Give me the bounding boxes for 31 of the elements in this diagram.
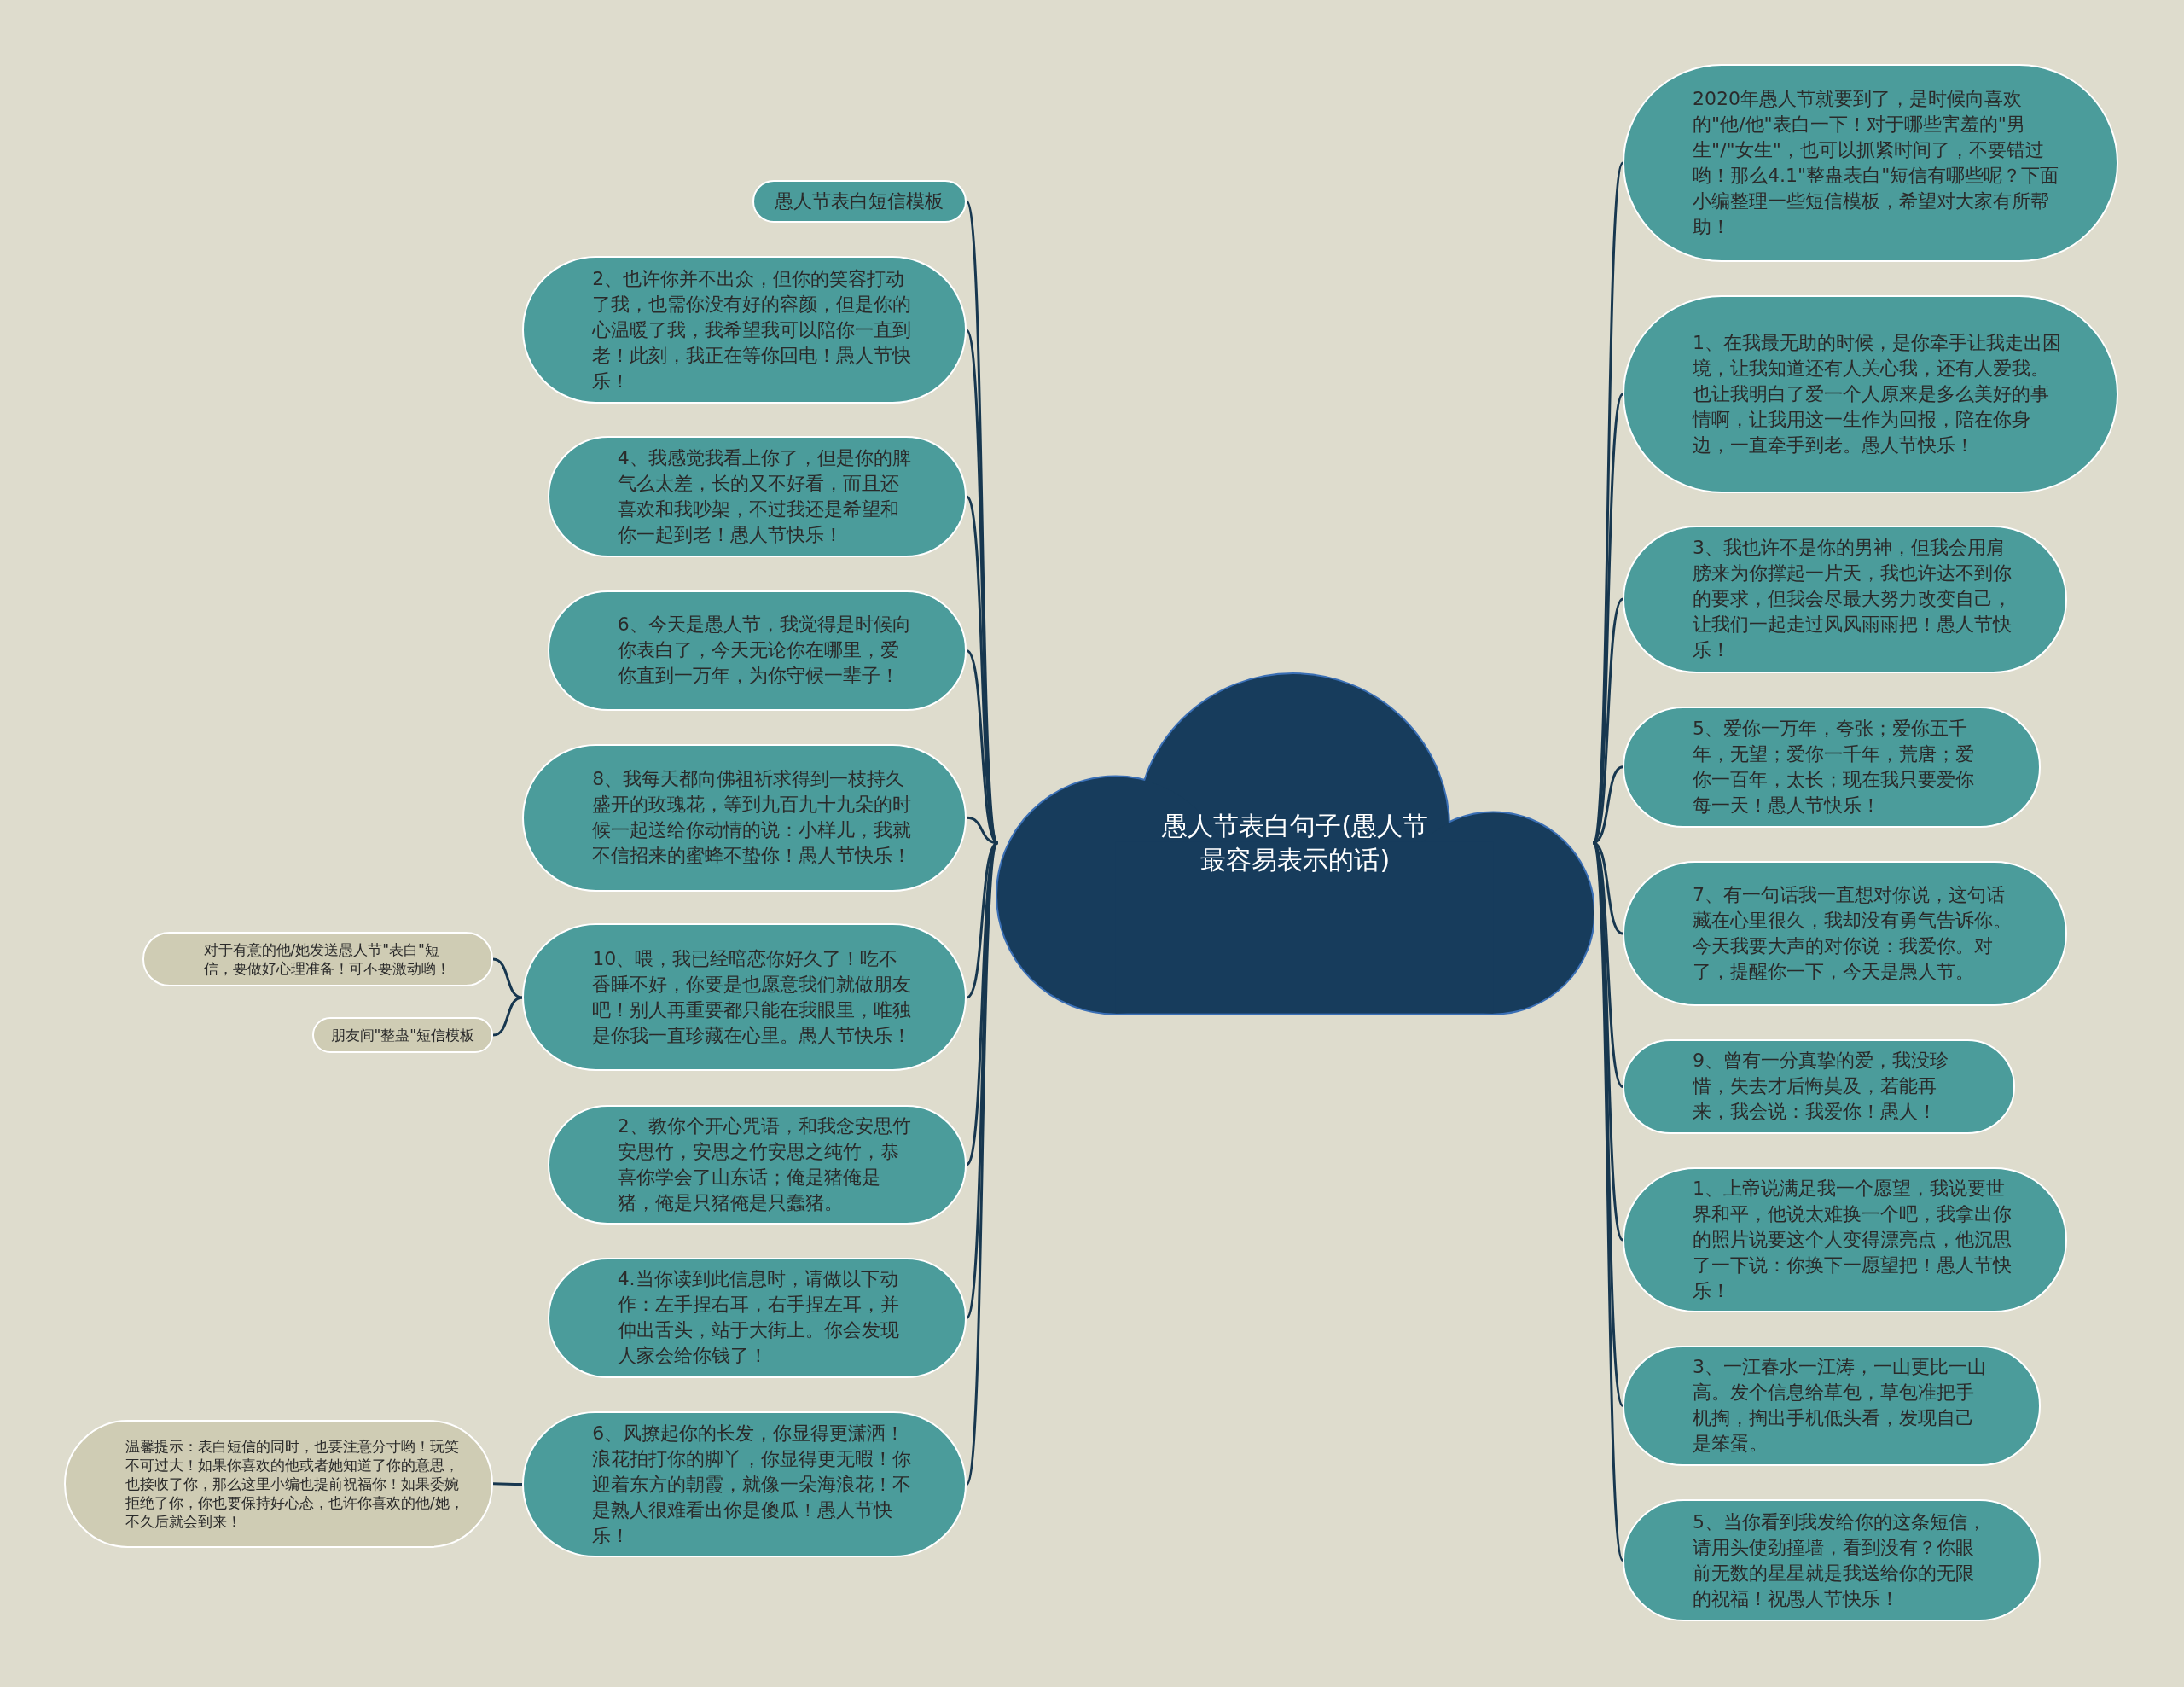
- connector-line: [1591, 842, 1624, 1561]
- note-bubble: 温馨提示：表白短信的同时，也要注意分寸哟！玩笑不可过大！如果你喜欢的他或者她知道了你的意思，也接收了你，那么这里小编也提前祝福你！如果委婉拒绝了你，你也要保持好心态，也许你喜欢的他/她，不久后就会到来！: [64, 1419, 493, 1548]
- topic-bubble: 4、我感觉我看上你了，但是你的脾气么太差，长的又不好看，而且还喜欢和我吵架，不过我还是希望和你一起到老！愚人节快乐！: [547, 436, 967, 558]
- note-bubble: 朋友间"整蛊"短信模板: [311, 1016, 493, 1054]
- connector-line: [966, 816, 998, 845]
- connector-line: [1592, 841, 1623, 935]
- topic-bubble: 10、喂，我已经暗恋你好久了！吃不香睡不好，你要是也愿意我们就做朋友吧！别人再重要都只能在我眼里，唯独是你我一直珍藏在心里。愚人节快乐！: [522, 923, 967, 1072]
- connector-line: [966, 649, 999, 844]
- topic-bubble: 5、爱你一万年，夸张；爱你五千年，无望；爱你一千年，荒唐；爱你一百年，太长；现在我只要爱你每一天！愚人节快乐！: [1623, 706, 2041, 828]
- topic-bubble: 8、我每天都向佛祖祈求得到一枝持久盛开的玫瑰花，等到九百九十九朵的时候一起送给你动情的说：小样儿，我就不信招来的蜜蜂不蛰你！愚人节快乐！: [522, 743, 967, 892]
- connector-line: [1592, 842, 1624, 1241]
- topic-bubble: 1、在我最无助的时候，是你牵手让我走出困境，让我知道还有人关心我，还有人爱我。也让我明白了爱一个人原来是多么美好的事情啊，让我用这一生作为回报，陪在你身边，一直牵手到老。愚人节快乐！: [1623, 295, 2119, 493]
- connector-line: [492, 957, 523, 999]
- connector-line: [492, 1482, 523, 1486]
- topic-bubble: 4.当你读到此信息时，请做以下动作：左手捏右耳，右手捏左耳，并伸出舌头，站于大街上。你会发现人家会给你钱了！: [547, 1258, 967, 1378]
- title-text: 愚人节表白句子(愚人节最容易表示的话): [1161, 809, 1430, 876]
- topic-bubble: 1、上帝说满足我一个愿望，我说要世界和平，他说太难换一个吧，我拿出你的照片说要这个人变得漂亮点，他沉思了一下说：你换下一愿望把！愚人节快乐！: [1623, 1167, 2067, 1312]
- topic-bubble: 2、也许你并不出众，但你的笑容打动了我，也需你没有好的容颜，但是你的心温暖了我，我希望我可以陪你一直到老！此刻，我正在等你回电！愚人节快乐！: [522, 256, 967, 404]
- connector-line: [1592, 393, 1624, 844]
- topic-bubble: 3、我也许不是你的男神，但我会用肩膀来为你撑起一片天，我也许达不到你的要求，但我会尽最大努力改变自己，让我们一起走过风风雨雨把！愚人节快乐！: [1623, 525, 2067, 673]
- topic-bubble: 6、风撩起你的长发，你显得更潇洒！浪花拍打你的脚丫，你显得更无暇！你迎着东方的朝霞，就像一朵海浪花！不是熟人很难看出你是傻瓜！愚人节快乐！: [522, 1411, 967, 1558]
- topic-bubble: 7、有一句话我一直想对你说，这句话藏在心里很久，我却没有勇气告诉你。今天我要大声的对你说：我爱你。对了，提醒你一下，今天是愚人节。: [1623, 860, 2067, 1006]
- topic-bubble: 愚人节表白短信模板: [752, 179, 967, 224]
- topic-bubble: 3、一江春水一江涛，一山更比一山高。发个信息给草包，草包准把手机掏，掏出手机低头看，发现自己是笨蛋。: [1623, 1346, 2041, 1466]
- topic-bubble: 2020年愚人节就要到了，是时候向喜欢的"他/他"表白一下！对于哪些害羞的"男生"/"女生"，也可以抓紧时间了，不要错过哟！那么4.1"整蛊表白"短信有哪些呢？下面小编整理一些短信模板，希望对大家有所帮助！: [1623, 64, 2119, 262]
- topic-bubble: 5、当你看到我发给你的这条短信，请用头使劲撞墙，看到没有？你眼前无数的星星就是我送给你的无限的祝福！祝愚人节快乐！: [1623, 1498, 2041, 1622]
- note-bubble: 对于有意的他/她发送愚人节"表白"短信，要做好心理准备！可不要激动哟！: [142, 932, 493, 986]
- connector-line: [492, 996, 523, 1037]
- topic-bubble: 9、曾有一分真挚的爱，我没珍惜，失去才后悔莫及，若能再来，我会说：我爱你！愚人！: [1623, 1038, 2016, 1134]
- topic-bubble: 6、今天是愚人节，我觉得是时候向你表白了，今天无论你在哪里，爱你直到一万年，为你守候一辈子！: [547, 590, 967, 711]
- topic-bubble: 2、教你个开心咒语，和我念安思竹安思竹，安思之竹安思之纯竹，恭喜你学会了山东话；俺是猪俺是猪，俺是只猪俺是只蠢猪。: [547, 1104, 967, 1225]
